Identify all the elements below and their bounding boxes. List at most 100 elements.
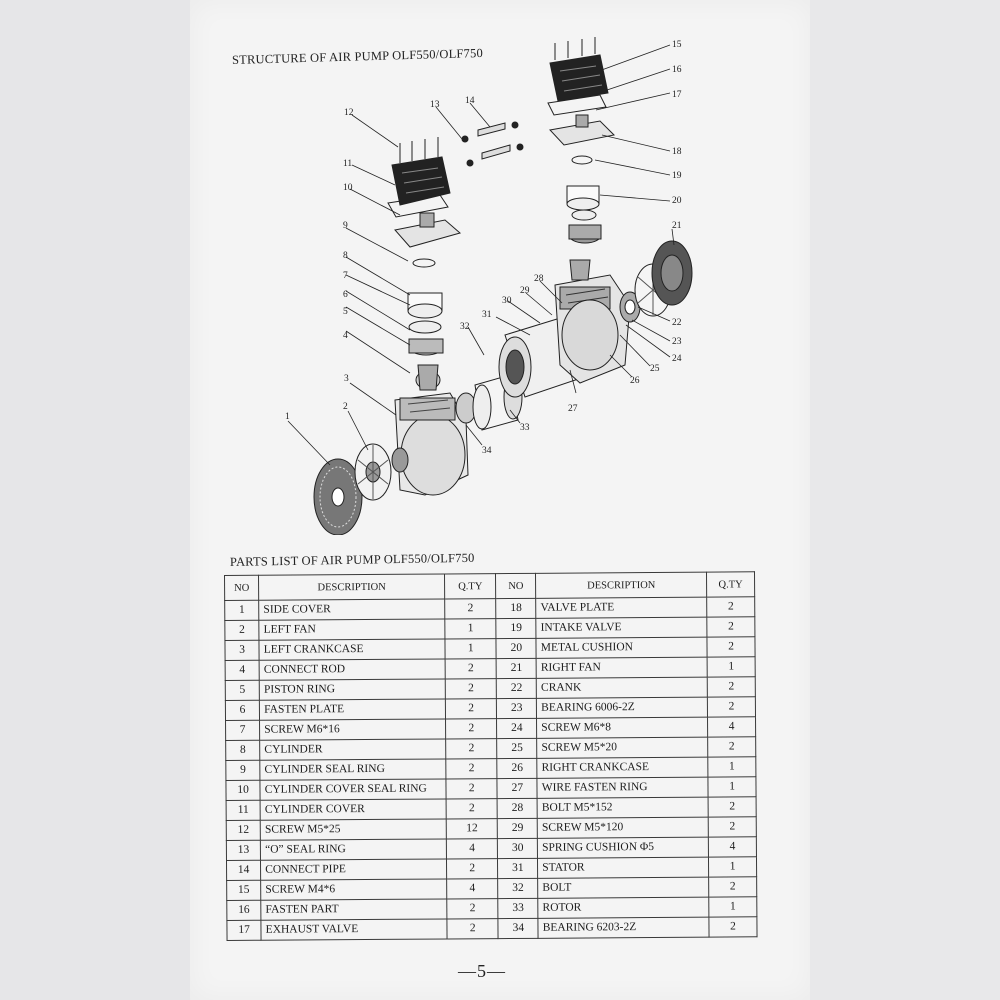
part-description: SCREW M5*25 [260, 818, 447, 841]
part-no: 2 [224, 620, 260, 641]
part-no: 17 [226, 920, 262, 941]
part-qty: 4 [708, 836, 757, 858]
callout-5: 5 [343, 307, 348, 317]
part-description: CONNECT ROD [259, 658, 446, 681]
part-description: CRANK [536, 677, 708, 699]
left-background [0, 0, 190, 1000]
table-header-row: NO DESCRIPTION Q.TY NO DESCRIPTION Q.TY [224, 571, 755, 601]
part-qty: 2 [446, 798, 498, 819]
part-description: BEARING 6203-2Z [538, 917, 710, 939]
part-no: 28 [497, 798, 538, 819]
header-no-right: NO [495, 573, 536, 599]
part-description: STATOR [537, 857, 709, 879]
part-no: 7 [225, 720, 260, 741]
part-no: 13 [226, 840, 261, 861]
callout-2: 2 [343, 402, 348, 412]
callout-labels: 1 2 3 4 5 6 7 8 9 10 11 12 13 14 15 16 1… [285, 40, 682, 456]
part-description: FASTEN PLATE [259, 698, 446, 721]
right-background [810, 0, 1000, 1000]
part-qty: 2 [445, 758, 498, 779]
part-description: SCREW M4*6 [260, 878, 447, 901]
part-qty: 1 [708, 856, 757, 878]
part-description: EXHAUST VALVE [261, 918, 448, 941]
part-qty: 2 [706, 616, 755, 638]
part-no: 26 [497, 758, 538, 779]
part-qty: 2 [445, 698, 497, 719]
part-qty: 4 [707, 716, 756, 738]
callout-3: 3 [344, 374, 349, 384]
part-qty: 2 [445, 718, 498, 739]
exploded-diagram: 1 2 3 4 5 6 7 8 9 10 11 12 13 14 15 16 1… [285, 37, 693, 535]
callout-18: 18 [672, 147, 682, 157]
part-no: 23 [496, 698, 537, 719]
part-qty: 1 [707, 756, 756, 778]
part-qty: 2 [445, 738, 498, 759]
callout-25: 25 [650, 364, 660, 374]
callout-11: 11 [343, 159, 352, 169]
part-qty: 2 [706, 596, 755, 618]
part-description: WIRE FASTEN RING [537, 777, 709, 799]
part-qty: 2 [707, 696, 756, 718]
callout-9: 9 [343, 221, 348, 231]
part-qty: 2 [709, 916, 758, 938]
part-qty: 2 [445, 678, 497, 699]
callout-27: 27 [568, 404, 578, 414]
callout-15: 15 [672, 40, 682, 50]
part-description: BOLT [537, 877, 709, 899]
callout-30: 30 [502, 296, 512, 306]
part-no: 22 [496, 678, 537, 699]
part-qty: 12 [446, 818, 498, 839]
callout-19: 19 [672, 171, 682, 181]
callout-16: 16 [672, 65, 682, 75]
header-no-left: NO [224, 575, 259, 601]
parts-table: NO DESCRIPTION Q.TY NO DESCRIPTION Q.TY … [224, 571, 758, 941]
part-no: 8 [225, 740, 260, 761]
page-number: —5— [458, 961, 506, 981]
left-screws [399, 137, 439, 163]
crank [619, 291, 641, 323]
part-description: CONNECT PIPE [260, 858, 447, 881]
part-description: CYLINDER COVER [260, 798, 447, 821]
manual-page [190, 0, 812, 1000]
callout-4: 4 [343, 331, 348, 341]
part-qty: 2 [446, 858, 499, 879]
part-description: “O” SEAL RING [260, 838, 447, 861]
part-description: CYLINDER [259, 738, 446, 761]
callout-7: 7 [343, 271, 348, 281]
part-no: 5 [225, 680, 260, 701]
part-no: 32 [498, 878, 538, 899]
part-no: 6 [225, 700, 260, 721]
part-qty: 2 [707, 736, 756, 758]
right-cylinder-stack [547, 37, 616, 281]
part-no: 3 [224, 640, 260, 661]
callout-23: 23 [672, 337, 682, 347]
callout-33: 33 [520, 423, 530, 433]
part-no: 15 [226, 880, 261, 901]
parts-table-wrapper: NO DESCRIPTION Q.TY NO DESCRIPTION Q.TY … [224, 571, 758, 941]
part-description: SCREW M5*20 [536, 737, 708, 759]
right-crankcase [554, 274, 631, 384]
part-description: INTAKE VALVE [536, 617, 708, 639]
right-fan [634, 240, 693, 317]
part-description: SIDE COVER [258, 598, 445, 621]
part-qty: 2 [444, 598, 497, 619]
left-crankcase [391, 392, 469, 496]
part-description: SPRING CUSHION Φ5 [537, 837, 709, 859]
callout-20: 20 [672, 196, 682, 206]
callout-22: 22 [672, 318, 682, 328]
callout-12: 12 [344, 108, 354, 118]
callout-21: 21 [672, 221, 682, 231]
part-description: LEFT CRANKCASE [259, 638, 446, 661]
callout-6: 6 [343, 290, 348, 300]
part-qty: 2 [707, 636, 756, 658]
part-no: 27 [497, 778, 538, 799]
part-qty: 2 [708, 816, 757, 838]
part-no: 10 [225, 780, 261, 801]
part-description: RIGHT CRANKCASE [536, 757, 709, 779]
left-side-cover [313, 458, 363, 535]
part-qty: 2 [446, 918, 499, 939]
callout-1: 1 [285, 412, 290, 422]
callout-31: 31 [482, 310, 492, 320]
part-no: 4 [225, 660, 260, 681]
part-qty: 1 [444, 638, 497, 659]
